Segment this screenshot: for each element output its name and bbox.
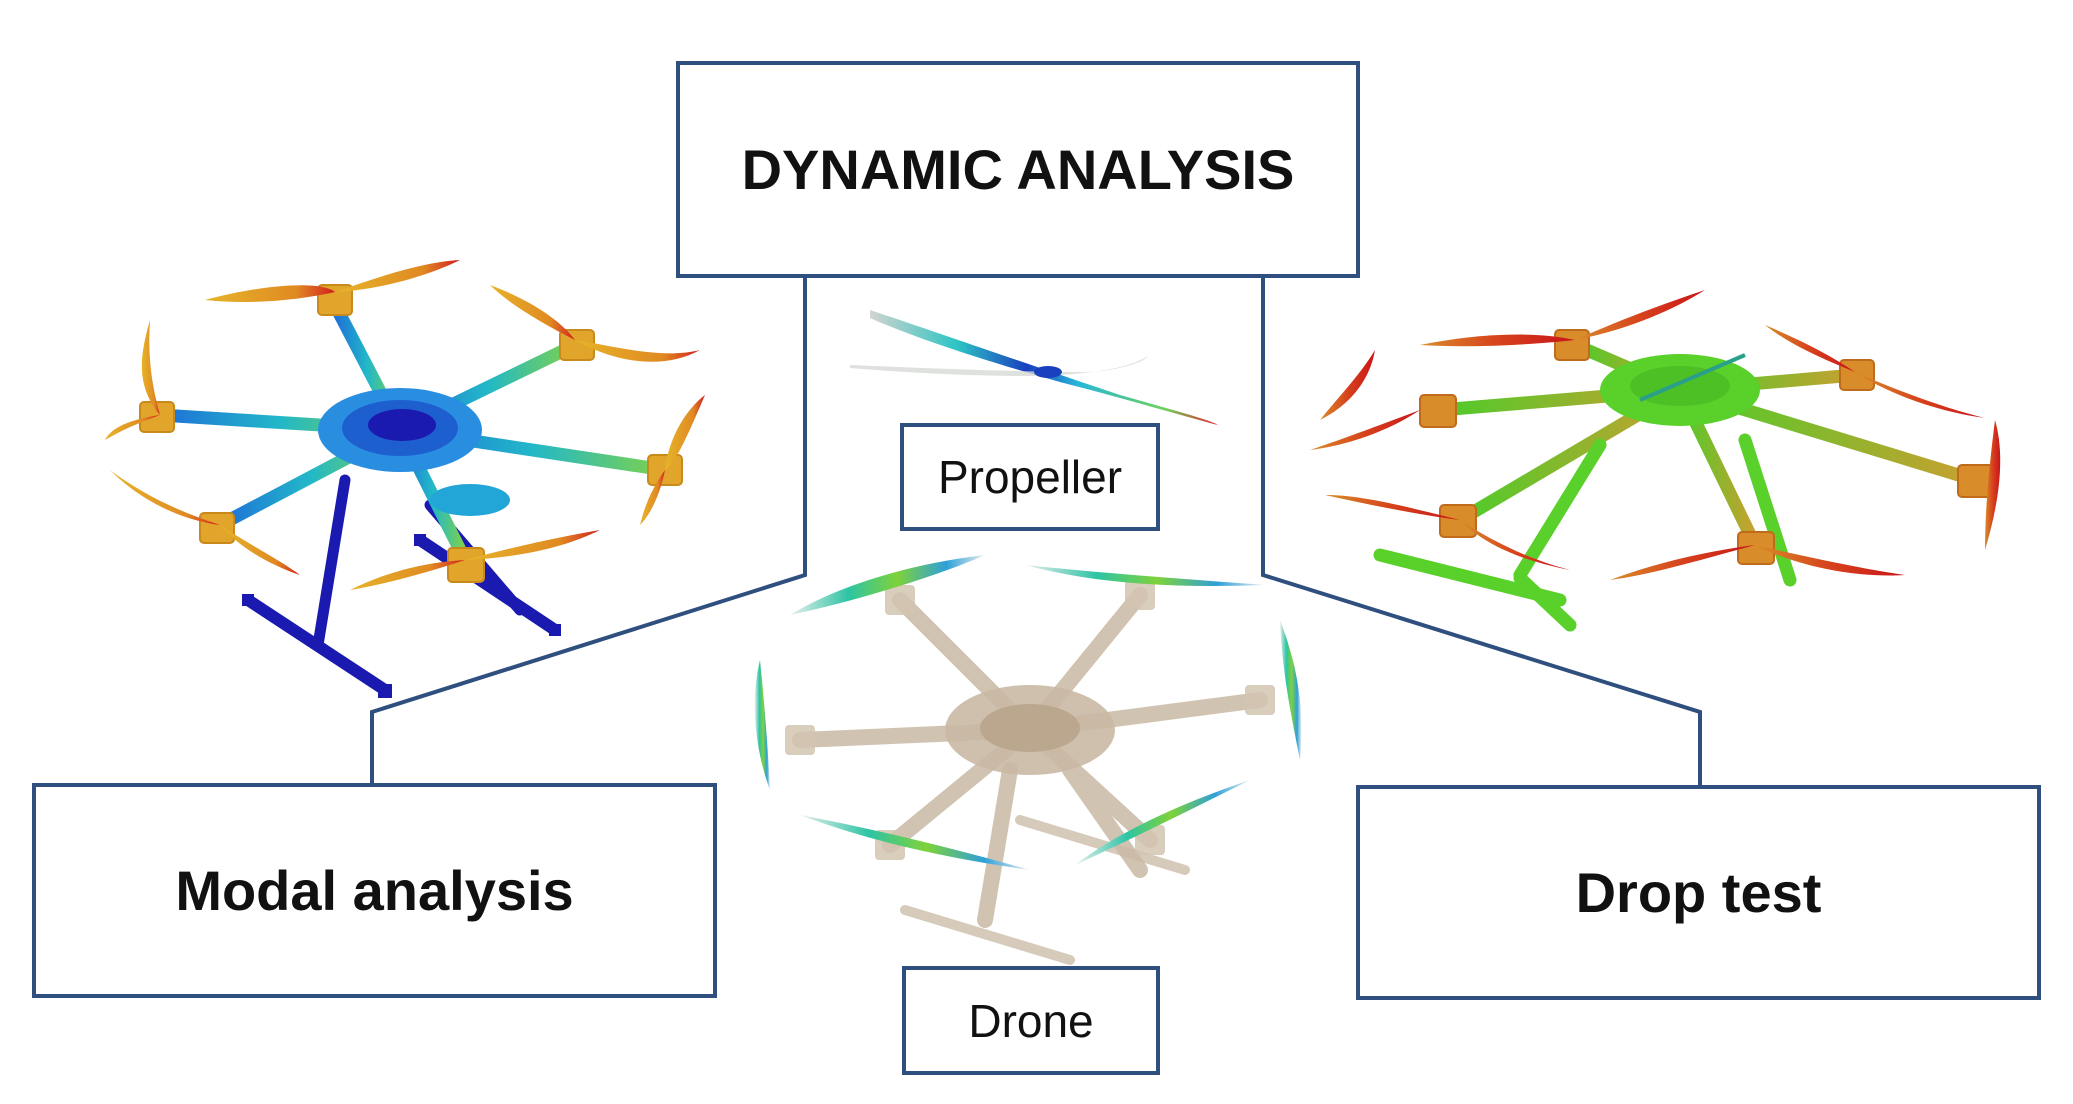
- drop-test-label: Drop test: [1575, 861, 1822, 924]
- hexacopter-ghost-mode-icon: [754, 555, 1302, 965]
- hexacopter-drop-test-icon: [1310, 290, 2001, 632]
- diagram-title: DYNAMIC ANALYSIS: [741, 138, 1295, 201]
- connector-left: [370, 278, 807, 783]
- dynamic-analysis-title-box: DYNAMIC ANALYSIS: [676, 61, 1360, 278]
- drone-label-box: Drone: [902, 966, 1160, 1075]
- modal-analysis-label: Modal analysis: [175, 859, 574, 922]
- propeller-label-box: Propeller: [900, 423, 1160, 531]
- connector-lines: [370, 278, 1702, 785]
- propeller-label: Propeller: [937, 451, 1123, 503]
- propeller-mode-shape-icon: [850, 310, 1218, 425]
- hexacopter-modal-shape-icon: [105, 260, 705, 698]
- drop-test-box: Drop test: [1356, 785, 2041, 1000]
- connector-right: [1261, 278, 1702, 785]
- drone-label: Drone: [968, 994, 1094, 1047]
- modal-analysis-box: Modal analysis: [32, 783, 717, 998]
